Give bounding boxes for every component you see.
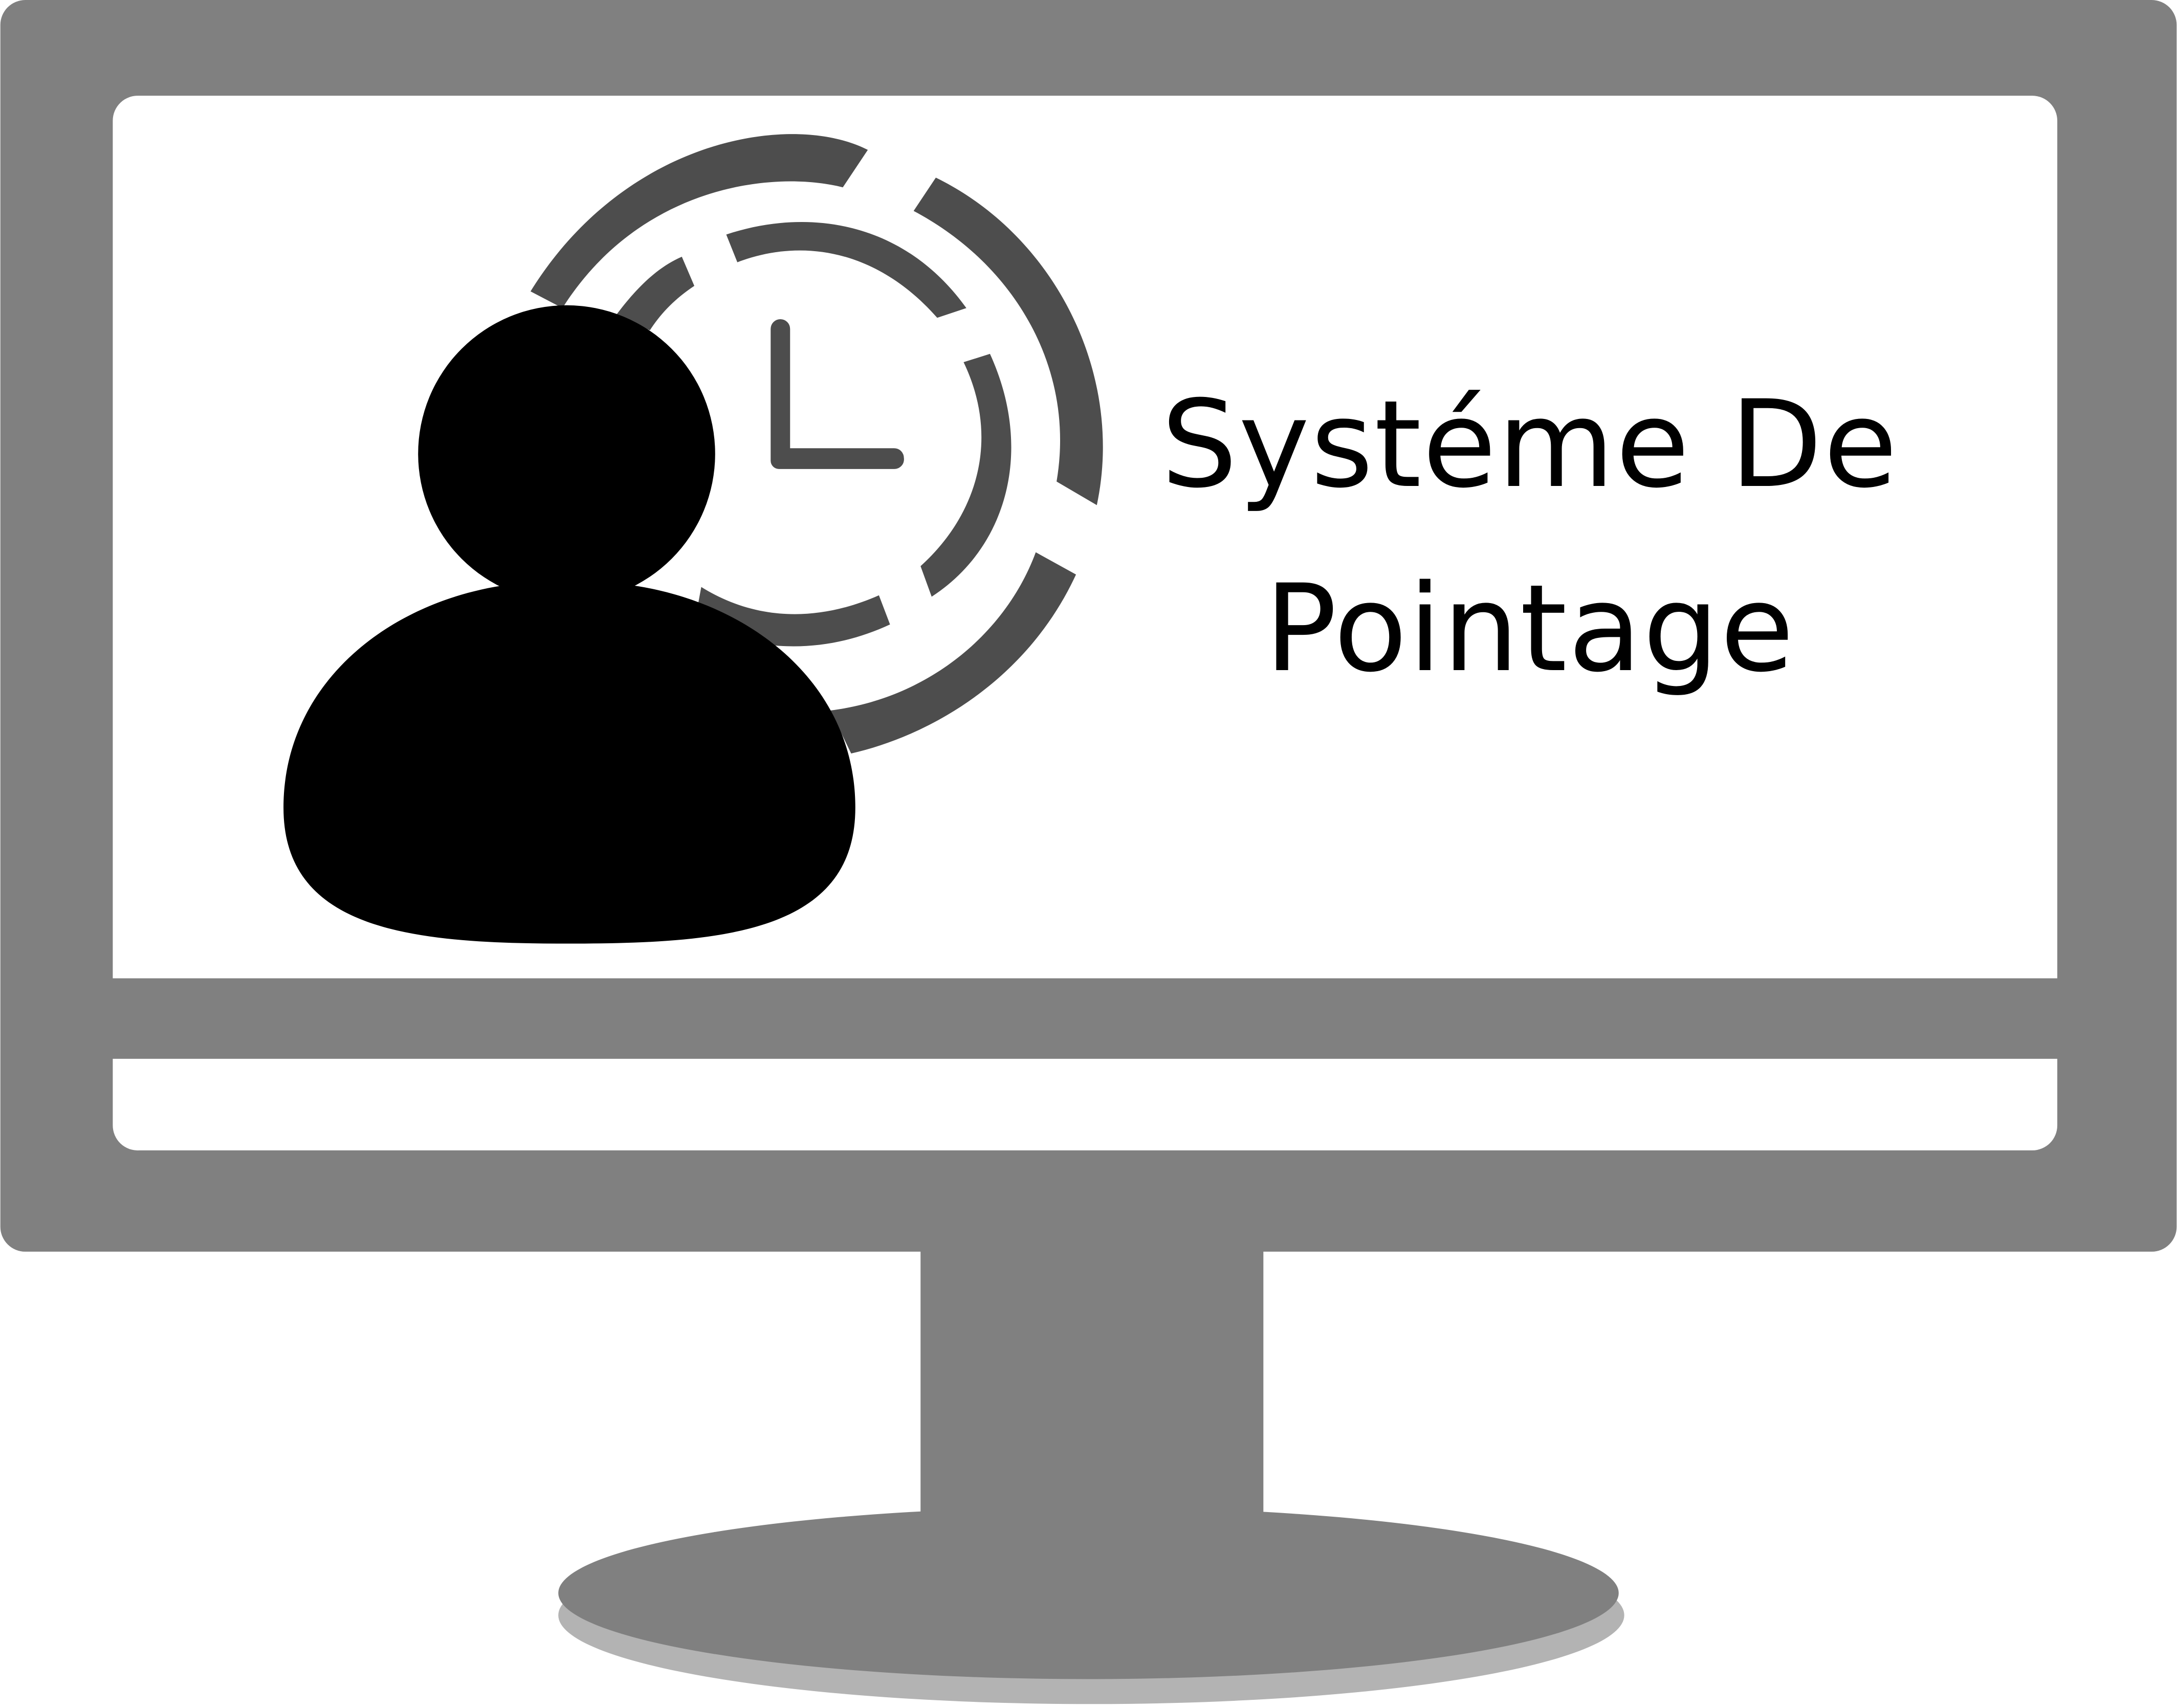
title-text: Systéme De Pointage <box>1126 353 1934 721</box>
title-line-2: Pointage <box>1264 559 1795 699</box>
clock-hands <box>771 319 904 469</box>
title-line-1: Systéme De <box>1161 375 1899 515</box>
clock-outer-ring-bottom <box>830 552 1076 754</box>
user-icon <box>283 305 855 944</box>
clock-inner-ring-top <box>726 221 966 318</box>
monitor-lower-panel <box>113 1058 2058 1150</box>
clock-inner-ring-right <box>920 353 1011 597</box>
monitor-base <box>558 1507 1619 1679</box>
clock-outer-ring-top <box>530 134 868 308</box>
user-body <box>283 581 855 944</box>
clock-outer-ring-right <box>913 178 1103 505</box>
user-head <box>418 305 715 603</box>
monitor-neck <box>920 1235 1264 1527</box>
clock-inner-ring-left <box>615 256 695 330</box>
